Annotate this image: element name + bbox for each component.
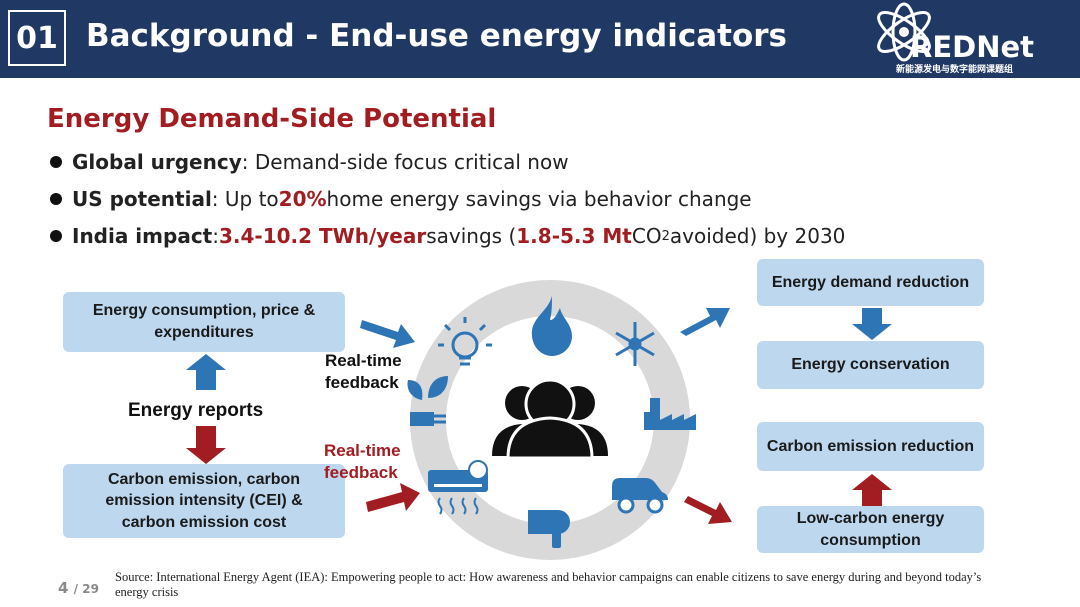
- arrow-feedback-blue: [360, 320, 415, 348]
- people-icon: [492, 378, 608, 460]
- box-low-carbon-consumption: Low-carbon energy consumption: [757, 506, 984, 553]
- section-number: 01: [8, 10, 66, 66]
- plant-plug-icon: [407, 376, 448, 426]
- feedback-label-red: Real-time feedback: [324, 441, 401, 482]
- bullet-dot: [50, 156, 62, 168]
- page-title: Background - End-use energy indicators: [86, 18, 787, 54]
- arrow-up-left: [186, 354, 226, 390]
- box-carbon-emission: Carbon emission, carbon emission intensi…: [63, 464, 345, 538]
- arrow-lowcarbon-to-carbon: [852, 474, 892, 506]
- logo: REDNet 新能源发电与数字能网课题组: [868, 2, 1048, 76]
- bullet-dot: [50, 230, 62, 242]
- page-number: 4 / 29: [58, 579, 99, 597]
- arrow-out-red: [684, 496, 732, 524]
- logo-subtitle: 新能源发电与数字能网课题组: [896, 65, 1014, 75]
- atom-icon: [877, 2, 931, 62]
- car-icon: [612, 478, 668, 514]
- factory-icon: [644, 398, 696, 430]
- source-note: Source: International Energy Agent (IEA)…: [115, 570, 982, 599]
- bullet-us-potential: US potential: Up to 20% home energy savi…: [50, 187, 752, 211]
- box-energy-consumption: Energy consumption, price & expenditures: [63, 292, 345, 352]
- arrow-feedback-red: [366, 483, 420, 512]
- arrow-out-blue: [680, 308, 730, 336]
- air-conditioner-icon: [428, 460, 488, 515]
- feedback-label-blue: Real-time feedback: [325, 351, 402, 392]
- arrow-demand-to-conservation: [852, 308, 892, 340]
- box-energy-conservation: Energy conservation: [757, 341, 984, 389]
- box-energy-demand-reduction: Energy demand reduction: [757, 259, 984, 306]
- flame-icon: [531, 296, 572, 356]
- logo-text: REDNet: [910, 30, 1035, 64]
- section-subheading: Energy Demand-Side Potential: [47, 104, 497, 134]
- bullet-global-urgency: Global urgency: Demand-side focus critic…: [50, 150, 569, 174]
- bullet-india-impact: India impact: 3.4-10.2 TWh/year savings …: [50, 224, 845, 248]
- lightbulb-icon: [438, 317, 492, 366]
- hair-dryer-icon: [528, 510, 570, 548]
- header-bar: 01 Background - End-use energy indicator…: [0, 0, 1080, 78]
- bullet-dot: [50, 193, 62, 205]
- arrow-down-left: [186, 426, 226, 464]
- box-carbon-emission-reduction: Carbon emission reduction: [757, 422, 984, 471]
- snowflake-icon: [615, 322, 655, 366]
- energy-reports-label: Energy reports: [128, 400, 264, 421]
